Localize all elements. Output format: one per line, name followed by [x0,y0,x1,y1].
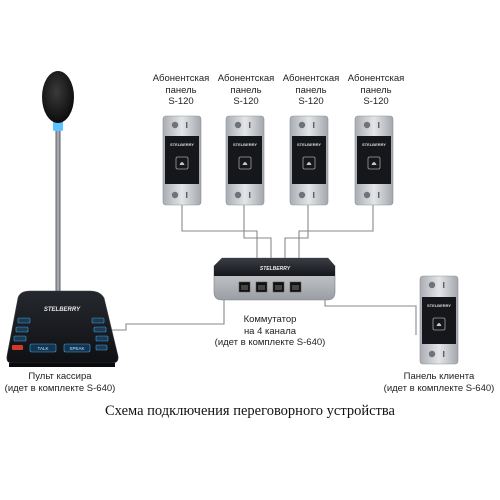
diagram-caption: Схема подключения переговорного устройст… [105,403,395,419]
subscriber-panels: STELBERRY STELBERRY STELBERRY STELBERRY [162,115,394,206]
cable-client [324,300,417,335]
console-label: Пульт кассира(идет в комплекте S-640) [4,371,116,394]
client-panel-brand: STELBERRY [427,303,451,308]
cable-panel-3 [284,205,309,258]
call-button-icon [432,317,446,331]
subscriber-panel: STELBERRY [162,115,202,206]
cashier-console: STELBERRY TALK SPEAK [6,71,119,367]
console-speak-button [63,343,91,353]
call-button-icon [175,156,189,170]
client-panel-label: Панель клиента(идет в комплекте S-640) [383,371,495,394]
subscriber-panel: STELBERRY [225,115,265,206]
call-button-icon [302,156,316,170]
console-right-buttons [91,317,109,342]
subscriber-panel: STELBERRY [354,115,394,206]
panel-brand: STELBERRY [297,142,321,147]
cable-panel-1 [181,205,258,258]
cable-panel-4 [298,205,374,258]
cable-console [110,300,225,331]
client-panel: STELBERRY [419,275,459,365]
microphone-icon [42,71,74,123]
console-brand: STELBERRY [44,307,81,313]
subscriber-panel: STELBERRY [289,115,329,206]
panel-brand: STELBERRY [233,142,257,147]
cables [110,205,417,335]
switch-brand: STELBERRY [260,266,291,272]
console-red-indicator [12,345,23,350]
call-button-icon [238,156,252,170]
microphone-stem [55,128,61,298]
call-button-icon [367,156,381,170]
cable-panel-2 [243,205,272,258]
panel-brand: STELBERRY [362,142,386,147]
console-left-buttons [13,317,31,342]
switch-4-channel: STELBERRY [213,257,336,301]
svg-text:SPEAK: SPEAK [69,346,84,351]
panel-brand: STELBERRY [170,142,194,147]
console-talk-button [29,343,57,353]
switch-ports [238,281,302,293]
svg-text:TALK: TALK [38,346,49,351]
